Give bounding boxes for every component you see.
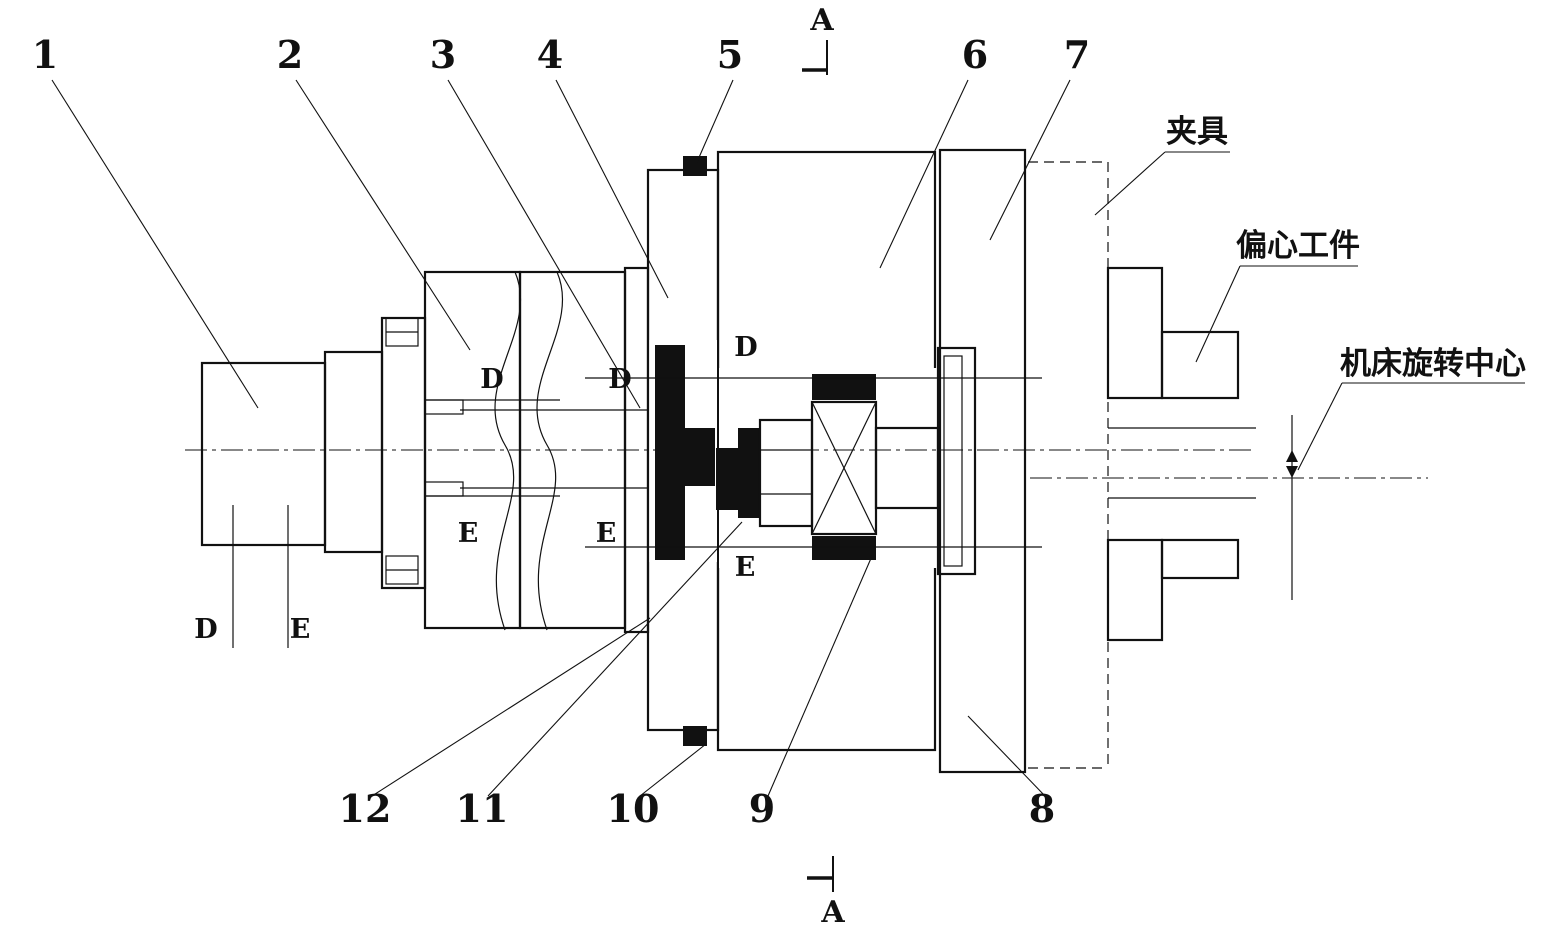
- clamp-nut: [738, 428, 760, 518]
- centerlines: [185, 449, 1428, 479]
- callout-label-12: 12: [339, 786, 392, 831]
- leader-fixture: [1094, 151, 1166, 216]
- clamp-screw-top: [683, 156, 707, 176]
- machine-rotation-center-label: 机床旋转中心: [1340, 346, 1526, 382]
- break-lines: [494, 271, 564, 631]
- callout-label-1: 1: [32, 32, 58, 77]
- leader-7: [989, 79, 1071, 241]
- leader-5: [696, 79, 734, 163]
- callout-label-6: 6: [962, 32, 988, 77]
- leader-1: [51, 79, 259, 409]
- callout-labels: 1 2 3 4 5 6 7 8 9 10 11 12: [32, 32, 1090, 831]
- eccentric-workpiece-label: 偏心工件: [1236, 228, 1360, 264]
- leader-10: [639, 743, 707, 797]
- callout-label-9: 9: [749, 786, 775, 831]
- datum-chuck-e2: E: [596, 518, 617, 549]
- callout-label-5: 5: [717, 32, 743, 77]
- callout-label-7: 7: [1064, 32, 1090, 77]
- leader-2: [295, 79, 471, 351]
- leader-workpiece: [1195, 265, 1241, 363]
- fixture-label: 夹具: [1166, 114, 1228, 150]
- eccentric-workpiece-shape: [1106, 266, 1256, 642]
- datum-chuck-d1: D: [480, 364, 503, 395]
- leader-rotation-center: [1297, 382, 1343, 471]
- callout-label-2: 2: [277, 32, 303, 77]
- section-letters: A A: [809, 3, 845, 930]
- leader-lines: [51, 79, 1525, 797]
- leader-4: [555, 79, 669, 299]
- section-letter-top: A: [809, 3, 834, 38]
- eccentricity-dimension: [1286, 415, 1298, 600]
- callout-label-4: 4: [537, 32, 563, 77]
- annotation-labels: 夹具 偏心工件 机床旋转中心: [1166, 114, 1526, 382]
- leader-3: [447, 79, 641, 409]
- datum-letters: D E D D E E D E: [194, 332, 757, 645]
- locating-slot: [936, 346, 977, 576]
- datum-left-e: E: [290, 614, 311, 645]
- callout-label-8: 8: [1029, 786, 1055, 831]
- spindle: [200, 316, 427, 590]
- leader-8: [967, 715, 1046, 797]
- datum-chuck-d2: D: [608, 364, 631, 395]
- leader-11: [487, 521, 743, 797]
- callout-label-10: 10: [607, 786, 660, 831]
- datum-lines: [232, 377, 1042, 648]
- leader-12: [371, 617, 651, 797]
- callout-label-3: 3: [430, 32, 456, 77]
- leader-9: [767, 555, 873, 797]
- section-marks: [802, 40, 834, 892]
- section-letter-bottom: A: [820, 895, 845, 930]
- phantom-outline: [1028, 161, 1109, 769]
- backing-plate: [938, 148, 1027, 774]
- datum-left-d: D: [194, 614, 217, 645]
- leader-6: [879, 79, 969, 269]
- clamp-screw-bottom: [683, 726, 707, 746]
- datum-chuck-e1: E: [458, 518, 479, 549]
- callout-label-11: 11: [456, 786, 509, 831]
- datum-plate-e: E: [735, 552, 756, 583]
- datum-plate-d: D: [734, 332, 757, 363]
